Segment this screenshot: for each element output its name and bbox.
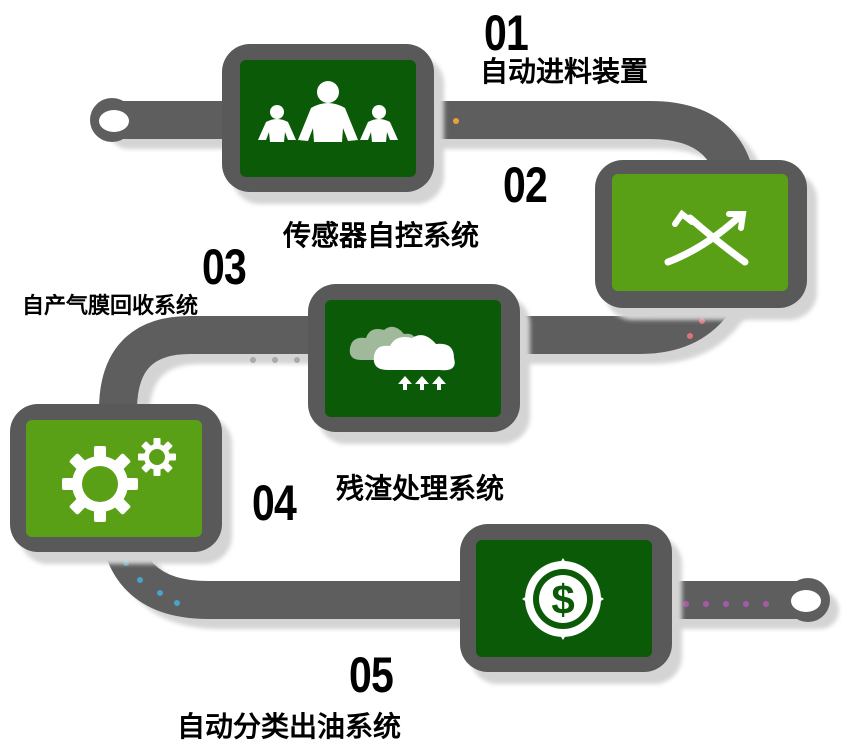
road-dot (743, 601, 749, 607)
end-cap-hole (791, 590, 821, 612)
people-icon (258, 81, 398, 142)
road-dot (294, 357, 300, 363)
road-dot (763, 601, 769, 607)
road-dot (250, 357, 256, 363)
step-5-number: 05 (349, 647, 394, 703)
step-3-number: 03 (202, 239, 247, 295)
gears-icon (62, 438, 176, 522)
start-cap-hole (99, 110, 129, 132)
road-dot (174, 600, 180, 606)
crossing-arrows-icon (664, 209, 749, 266)
road-dot (687, 333, 693, 339)
step-4-label: 残渣处理系统 (336, 472, 505, 505)
step-5-label: 自动分类出油系统 (177, 710, 402, 743)
step-2-tile (595, 160, 817, 320)
step-1-tile (222, 44, 444, 204)
step-4-number: 04 (252, 475, 297, 531)
step-3-tile (308, 284, 530, 444)
step-2-number: 02 (503, 157, 548, 213)
road-dot (137, 577, 143, 583)
road-dot (453, 118, 459, 124)
road-dot (683, 601, 689, 607)
step-1-label: 自动进料装置 (480, 55, 649, 88)
cloud-upload-icon (349, 326, 455, 390)
step-1-number: 01 (484, 5, 529, 61)
step-4-tile (10, 404, 232, 564)
road-dot (703, 601, 709, 607)
road-dot (272, 357, 278, 363)
road-dot (157, 590, 163, 596)
svg-text:$: $ (551, 576, 574, 623)
step-2-label: 传感器自控系统 (283, 219, 480, 252)
dollar-icon: $ (522, 558, 604, 640)
step-5-tile: $ (460, 524, 682, 684)
road-dot (723, 601, 729, 607)
step-3-label: 自产气膜回收系统 (22, 294, 199, 319)
